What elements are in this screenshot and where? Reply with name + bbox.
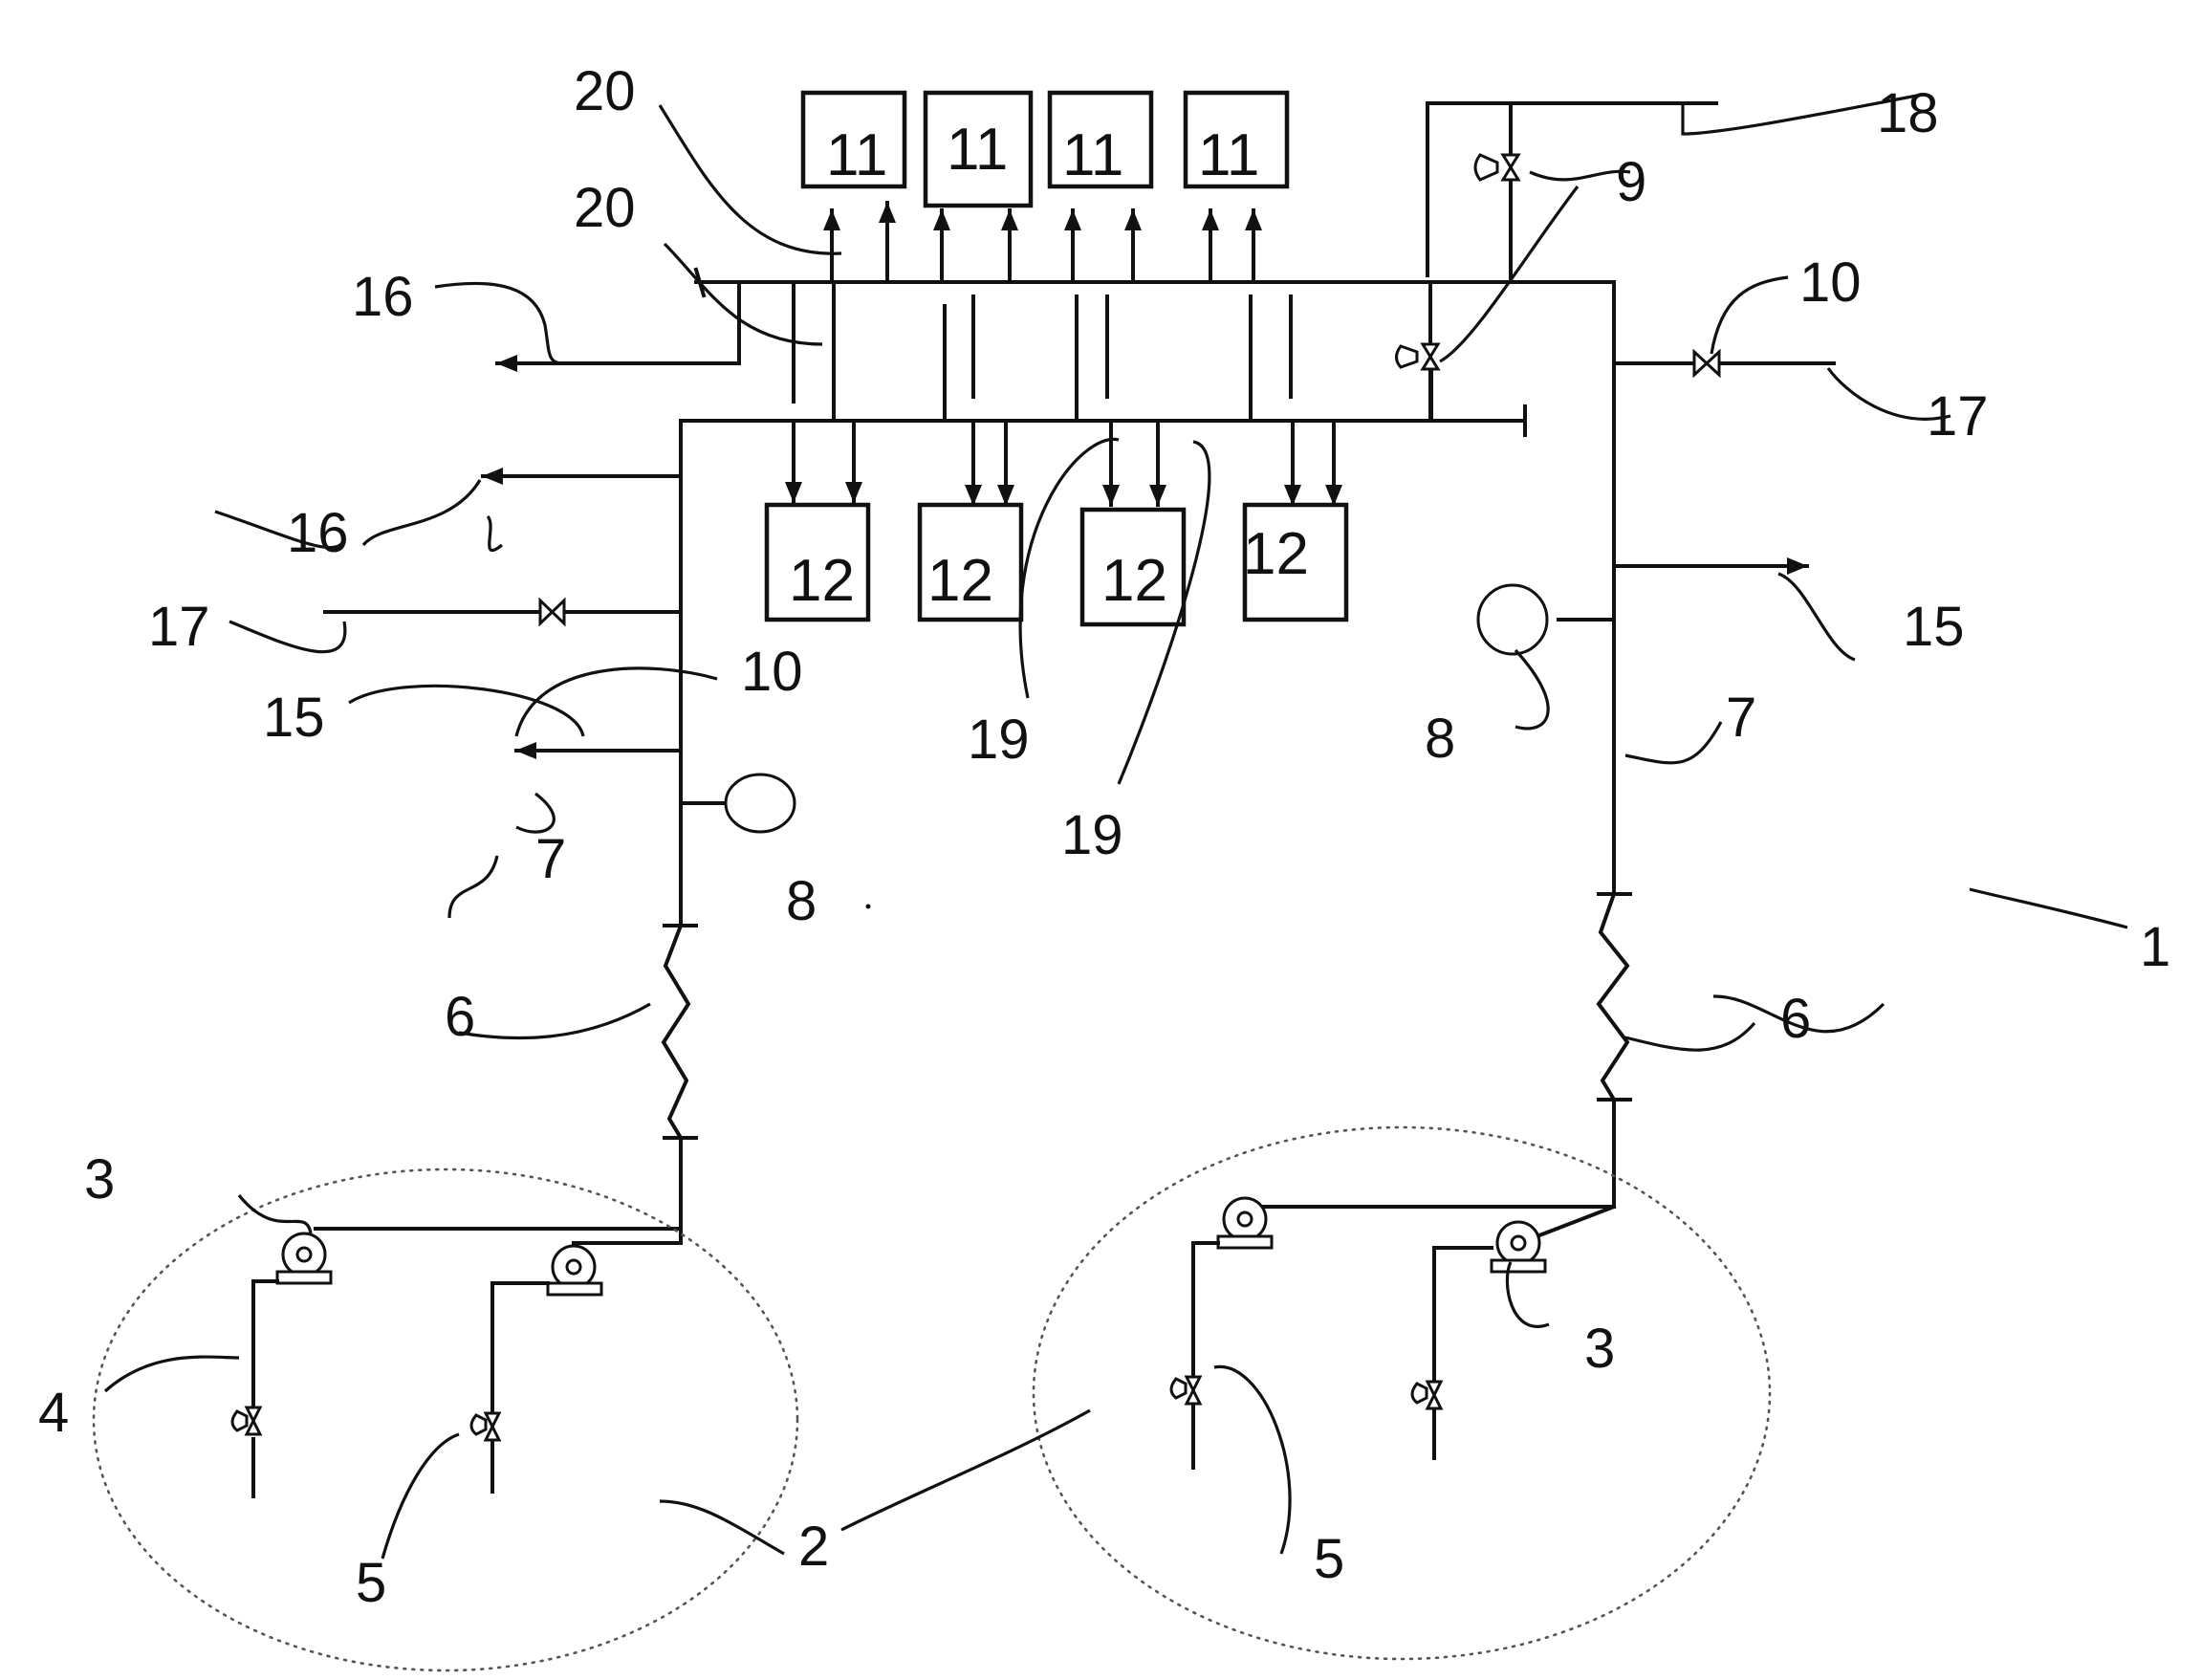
branch-pipes [794,282,1430,421]
label-1: 1 [2140,916,2170,978]
unit-11-label: 11 [1062,122,1123,188]
pump-right-1 [1171,1198,1272,1468]
speck [866,905,871,909]
pump-left-1 [232,1233,331,1496]
supply-arrows-up [832,203,1253,282]
label-15-left: 15 [263,687,325,749]
label-3-right: 3 [1584,1318,1615,1380]
label-4: 4 [38,1382,69,1444]
unit-12-label: 12 [789,548,855,614]
vent-line-18 [1427,103,1716,421]
gauge-8-right [1478,585,1547,654]
label-19-a: 19 [968,709,1030,771]
label-9: 9 [1616,151,1646,213]
label-5-left: 5 [356,1552,386,1614]
return-arrows-down [794,421,1334,505]
label-7-left: 7 [535,828,566,890]
label-20-a: 20 [574,60,636,122]
unit-12-label: 12 [1243,521,1309,587]
label-17-left: 17 [148,596,210,658]
label-19-b: 19 [1061,804,1123,866]
label-20-b: 20 [574,177,636,239]
label-16-upper: 16 [352,266,414,328]
reference-labels: 20 20 16 16 17 10 15 7 8 6 3 4 5 2 19 19… [38,60,2170,1614]
unit-11-label: 11 [947,117,1008,183]
label-2: 2 [798,1516,829,1578]
label-7-right: 7 [1726,687,1756,749]
valve-9-upper [1475,155,1518,180]
label-16-lower: 16 [287,502,349,564]
unit-11-label: 11 [1198,122,1259,188]
label-15-right: 15 [1903,596,1965,658]
bottom-unit-group: 12 12 12 12 [767,505,1346,624]
label-5-right: 5 [1314,1528,1344,1590]
gauge-8-left [726,775,795,832]
label-8-right: 8 [1425,708,1455,770]
unit-12-label: 12 [927,548,993,614]
label-3-left: 3 [84,1148,115,1211]
label-10-right: 10 [1799,251,1862,314]
top-unit-group: 11 11 11 11 [803,93,1287,206]
label-8-left: 8 [786,870,817,932]
label-18: 18 [1877,82,1939,144]
label-6-right: 6 [1780,988,1811,1050]
unit-11-label: 11 [826,122,887,188]
pump-left-2 [471,1246,601,1492]
pump-group-left [94,1169,797,1670]
label-6-left: 6 [445,986,475,1048]
label-10-left: 10 [741,641,803,703]
label-17-right: 17 [1927,385,1989,447]
valve-9-lower [1397,344,1439,369]
unit-12-label: 12 [1101,548,1167,614]
